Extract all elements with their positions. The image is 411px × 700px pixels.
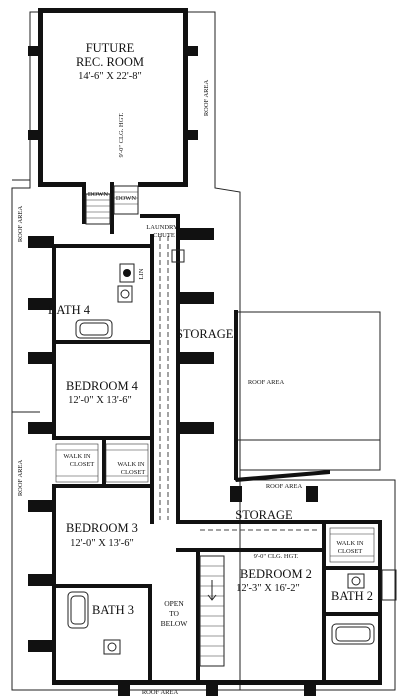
bedroom3-dims: 12'-0" X 13'-6": [70, 538, 134, 549]
open-below-line3: BELOW: [161, 619, 189, 628]
walkin-mid-line2: CLOSET: [121, 469, 146, 476]
hall-guides: [159, 236, 320, 531]
rec-room-ceiling: 9'-0" CLG. HGT.: [118, 112, 125, 157]
bedroom4-dims: 12'-0" X 13'-6": [68, 395, 132, 406]
down-label-1: DOWN: [88, 191, 109, 198]
bedroom2-dims: 12'-3" X 16'-2": [236, 583, 300, 594]
walls: [38, 8, 382, 685]
rec-room-name-line1: FUTURE: [86, 41, 135, 55]
open-below-line2: TO: [169, 609, 179, 618]
bedroom4-name: BEDROOM 4: [66, 379, 139, 393]
rec-room-dims: 14'-6" X 22'-8": [78, 71, 142, 82]
down-label-2: DOWN: [116, 195, 137, 202]
bath3-name: BATH 3: [92, 603, 134, 617]
annotation-labels: LAUNDRY CHUTE LIN DOWN DOWN DOWN ROOF AR…: [17, 80, 302, 696]
roof-area-left-bottom: ROOF AREA: [17, 460, 24, 497]
linen-label: LIN: [138, 268, 145, 279]
bath2-name: BATH 2: [331, 589, 373, 603]
laundry-chute-line2: CHUTE: [153, 232, 175, 239]
laundry-chute-line1: LAUNDRY: [146, 224, 178, 231]
fixtures: [55, 249, 397, 655]
walkin-right-line1: WALK IN: [336, 540, 364, 547]
down-label-3: DOWN: [202, 547, 223, 554]
roof-area-bottom: ROOF AREA: [142, 689, 179, 696]
stair-lower: [199, 555, 225, 667]
walkin-left-line2: CLOSET: [70, 461, 95, 468]
roof-area-left-top: ROOF AREA: [17, 206, 24, 243]
rec-room-name-line2: REC. ROOM: [76, 55, 144, 69]
roof-area-middle: ROOF AREA: [248, 379, 285, 386]
bedroom2-name: BEDROOM 2: [240, 567, 312, 581]
storage-lower-name: STORAGE: [235, 508, 293, 522]
roof-area-right-top: ROOF AREA: [203, 80, 210, 117]
room-labels: FUTURE REC. ROOM 14'-6" X 22'-8" 9'-0" C…: [48, 41, 373, 628]
storage-upper-name: STORAGE: [176, 327, 234, 341]
bedroom3-name: BEDROOM 3: [66, 521, 138, 535]
bath4-name: BATH 4: [48, 303, 91, 317]
open-below-line1: OPEN: [164, 599, 184, 608]
wall-stubs: [28, 46, 318, 696]
roof-outlines: [11, 11, 396, 691]
roof-area-lower-right: ROOF AREA: [266, 483, 303, 490]
walkin-mid-line1: WALK IN: [117, 461, 145, 468]
bedroom2-ceiling: 9'-0" CLG. HGT.: [254, 553, 299, 560]
stair-upper: [85, 185, 139, 225]
walkin-right-line2: CLOSET: [338, 548, 363, 555]
walkin-left-line1: WALK IN: [63, 453, 91, 460]
